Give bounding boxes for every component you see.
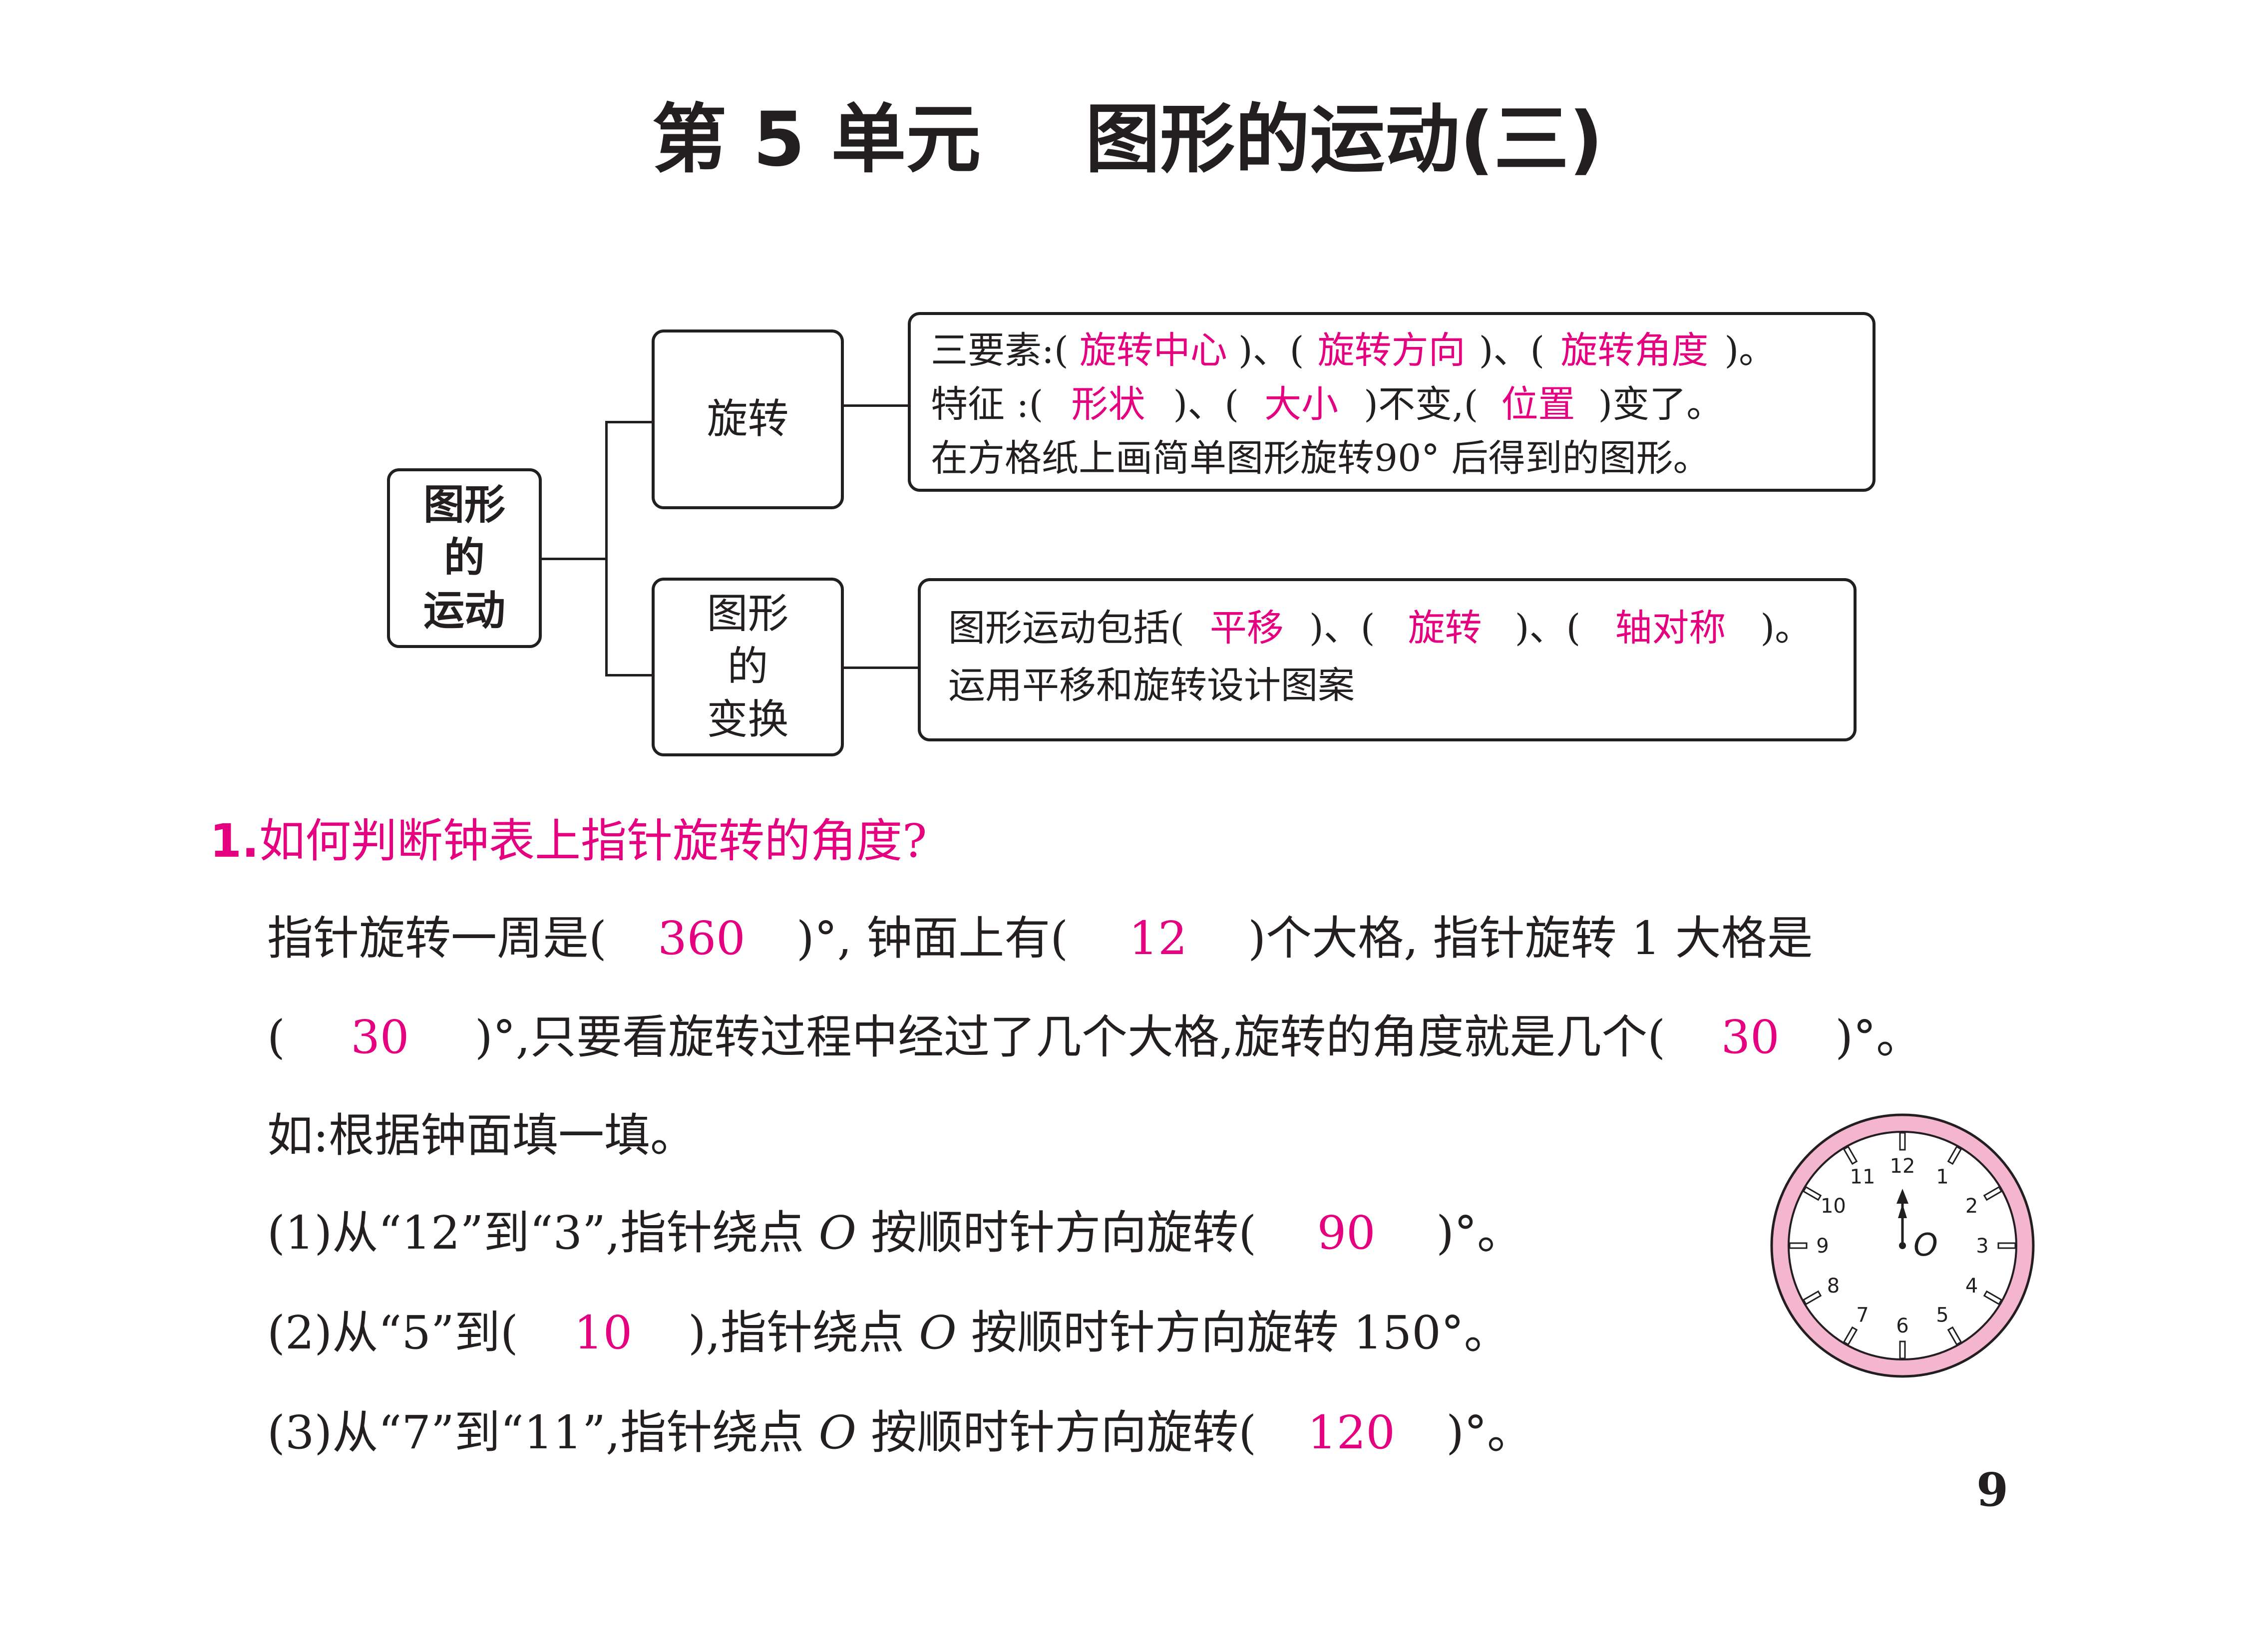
clock-hour-tick [1983, 1290, 2003, 1306]
clock-hour-tick [1899, 1132, 1906, 1151]
clock-number: 9 [1816, 1235, 1829, 1258]
page-number: 9 [1976, 1463, 2009, 1517]
clock-number: 6 [1896, 1315, 1908, 1337]
page-title: 第 5 单元 图形的运动(三) [652, 96, 1603, 183]
clock-number: 8 [1827, 1275, 1840, 1298]
root-node-label: 图形 的 运动 [423, 481, 505, 635]
answer-translation: 平移 [1209, 607, 1284, 650]
connector [605, 674, 653, 676]
rotation-info-box: 三要素:(旋转中心)、(旋转方向)、(旋转角度)。 特征 :(形状)、(大小)不… [908, 312, 1876, 492]
rotation-drawing-line: 在方格纸上画简单图形旋转90° 后得到的图形。 [931, 437, 1710, 480]
question-number: 1 [210, 814, 242, 868]
clock-number: 1 [1936, 1165, 1948, 1188]
transform-design-line: 运用平移和旋转设计图案 [948, 664, 1355, 707]
clock-number: 12 [1890, 1155, 1915, 1178]
connector [542, 558, 607, 560]
clock-hour-tick [1789, 1242, 1808, 1249]
clock-hour-tick [1997, 1242, 2016, 1249]
example-intro: 如:根据钟面填一填。 [267, 1109, 696, 1162]
connector [844, 404, 909, 407]
clock-hour-tick [1843, 1145, 1858, 1165]
clock-hour-tick [1802, 1186, 1822, 1201]
rotation-node-label: 旋转 [707, 395, 789, 443]
transform-node-label: 图形 的 变换 [707, 590, 789, 743]
question-paragraph-1: 指针旋转一周是(360)°, 钟面上有(12)个大格, 指针旋转 1 大格是 [267, 912, 1813, 965]
clock-hour-tick [1843, 1326, 1858, 1346]
clock-hour-tick [1802, 1290, 1822, 1306]
answer-rotation-angle: 旋转角度 [1560, 329, 1709, 372]
answer-degrees-per-division: 30 [1721, 1010, 1780, 1064]
clock-number: 11 [1850, 1165, 1876, 1188]
example-item-3: (3)从“7”到“11”,指针绕点 O 按顺时针方向旋转(120)°。 [267, 1406, 1533, 1459]
transform-includes-line: 图形运动包括(平移)、(旋转)、(轴对称)。 [948, 601, 1812, 655]
connector [844, 666, 919, 669]
answer-rotation-direction: 旋转方向 [1317, 329, 1466, 372]
answer-rotation-center: 旋转中心 [1079, 329, 1227, 372]
answer-size: 大小 [1264, 383, 1339, 426]
answer-rotation: 旋转 [1408, 607, 1482, 650]
answer-one-division: 30 [351, 1010, 409, 1064]
question-prompt: 1.如何判断钟表上指针旋转的角度? [210, 814, 927, 868]
answer-item-1: 90 [1317, 1206, 1376, 1260]
rotation-elements-line: 三要素:(旋转中心)、(旋转方向)、(旋转角度)。 [931, 324, 1776, 377]
question-paragraph-2: (30)°,只要看旋转过程中经过了几个大格,旋转的角度就是几个(30)°。 [267, 1010, 1922, 1064]
clock-number: 2 [1965, 1195, 1978, 1218]
clock-hour-tick [1983, 1186, 2003, 1201]
clock-center-label: O [1913, 1227, 1938, 1263]
clock-hour-tick [1899, 1340, 1906, 1359]
example-item-1: (1)从“12”到“3”,指针绕点 O 按顺时针方向旋转(90)°。 [267, 1206, 1523, 1260]
example-item-2: (2)从“5”到(10),指针绕点 O 按顺时针方向旋转 150°。 [267, 1306, 1510, 1359]
answer-position: 位置 [1501, 383, 1575, 426]
connector [605, 421, 653, 423]
answer-full-turn: 360 [658, 912, 746, 965]
rotation-feature-line: 特征 :(形状)、(大小)不变,(位置)变了。 [931, 377, 1723, 431]
answer-axial-symmetry: 轴对称 [1615, 607, 1726, 650]
rotation-node: 旋转 [652, 330, 844, 509]
connector [605, 421, 608, 675]
answer-item-2: 10 [574, 1306, 633, 1359]
clock-number: 5 [1936, 1304, 1948, 1327]
transform-node: 图形 的 变换 [652, 578, 844, 756]
clock-number: 4 [1965, 1275, 1978, 1298]
answer-shape: 形状 [1071, 383, 1145, 426]
answer-item-3: 120 [1307, 1406, 1395, 1459]
clock-number: 7 [1856, 1304, 1869, 1327]
transform-info-box: 图形运动包括(平移)、(旋转)、(轴对称)。 运用平移和旋转设计图案 [918, 578, 1857, 741]
answer-big-divisions: 12 [1128, 912, 1187, 965]
clock-number: 10 [1821, 1195, 1846, 1218]
clock-hour-tick [1947, 1145, 1962, 1165]
clock-hand-icon [1896, 1189, 1908, 1249]
clock-number: 3 [1976, 1235, 1988, 1258]
root-node: 图形 的 运动 [387, 468, 542, 648]
clock-hour-tick [1947, 1326, 1962, 1346]
